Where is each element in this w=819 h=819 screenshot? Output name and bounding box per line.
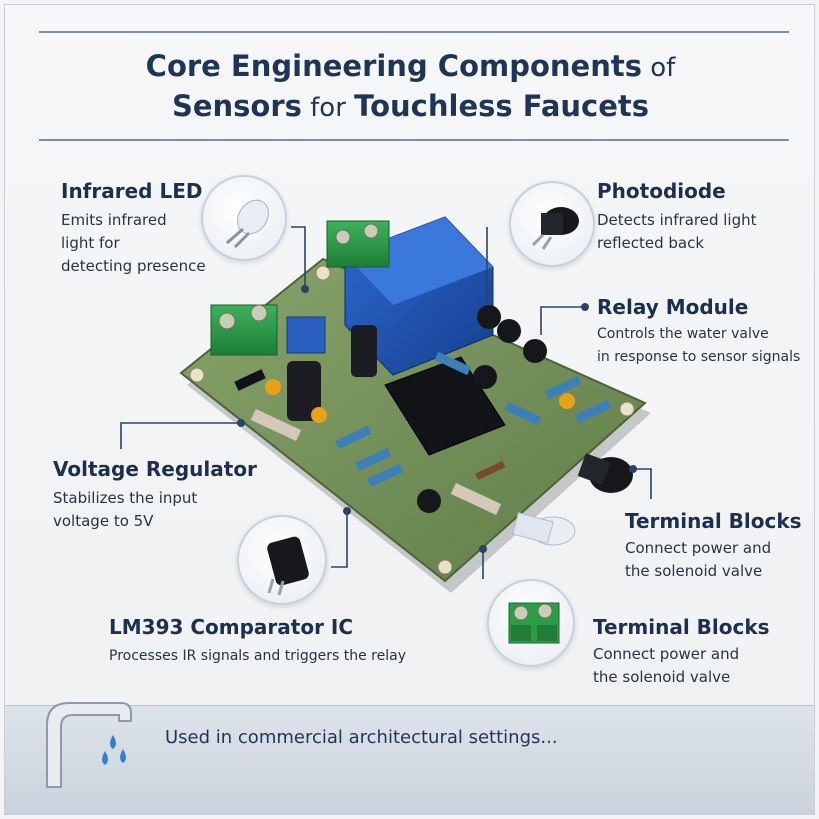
desc-line: Processes IR signals and triggers the re…	[109, 648, 406, 664]
footer-band	[5, 705, 814, 814]
board-ir-led	[512, 512, 576, 546]
leader-dot	[343, 507, 351, 515]
infrared-led-icon	[201, 175, 287, 261]
desc-line: Stabilizes the input	[53, 489, 198, 507]
terminal-block-top	[326, 220, 390, 268]
desc-line: voltage to 5V	[53, 512, 154, 530]
transistor	[523, 339, 547, 363]
desc-line: reflected back	[597, 234, 705, 252]
terminal-block-left	[210, 304, 278, 356]
ceramic-capacitor	[311, 407, 327, 423]
infrared-led-desc: Emits infrared light for detecting prese…	[61, 209, 231, 278]
leader-infrared-led	[291, 226, 306, 287]
board-photodiode	[577, 453, 633, 493]
resistor	[574, 399, 612, 424]
desc-line: detecting presence	[61, 257, 206, 275]
top-divider	[39, 31, 789, 33]
infographic-frame: Core Engineering Components of Sensors f…	[4, 4, 815, 815]
leader-voltage-regulator	[120, 422, 241, 449]
mounting-hole	[437, 559, 453, 575]
ceramic-capacitor	[559, 393, 575, 409]
resistor	[450, 482, 502, 516]
capacitor	[287, 361, 321, 421]
terminal-blocks-title-right: Terminal Blocks	[625, 509, 802, 533]
transistor	[477, 305, 501, 329]
photodiode-icon	[509, 181, 595, 267]
relay-module-desc: Controls the water valve in response to …	[597, 323, 812, 369]
transistor	[497, 319, 521, 343]
title-bold-2a: Sensors	[171, 89, 302, 123]
title-bold-1: Core Engineering Components	[145, 49, 642, 83]
desc-line: the solenoid valve	[625, 562, 763, 580]
desc-line: Controls the water valve	[597, 326, 769, 342]
mounting-hole	[189, 367, 205, 383]
leader-relay	[540, 306, 581, 335]
mounting-hole	[619, 401, 635, 417]
relay-module-title: Relay Module	[597, 295, 749, 319]
resistor	[334, 425, 372, 450]
resistor	[366, 463, 404, 488]
resistor	[544, 375, 582, 400]
leader-dot	[301, 285, 309, 293]
terminal-blocks-desc-bottom: Connect power and the solenoid valve	[593, 643, 793, 689]
terminal-blocks-desc-right: Connect power and the solenoid valve	[625, 537, 810, 583]
transistor	[473, 365, 497, 389]
title-line-2: Sensors for Touchless Faucets	[5, 89, 814, 123]
capacitor	[351, 325, 377, 377]
leader-lines	[120, 226, 652, 579]
bottom-divider	[39, 139, 789, 141]
desc-line: Connect power and	[593, 645, 740, 663]
voltage-regulator-desc: Stabilizes the input voltage to 5V	[53, 487, 253, 533]
terminal-blocks-title-bottom: Terminal Blocks	[593, 615, 770, 639]
photodiode-desc: Detects infrared light reflected back	[597, 209, 807, 255]
faucet-icon	[46, 702, 132, 788]
footer-text: Used in commercial architectural setting…	[165, 727, 558, 748]
photodiode-title: Photodiode	[597, 179, 726, 203]
diode	[234, 369, 266, 391]
resistor	[354, 447, 392, 472]
comparator-title: LM393 Comparator IC	[109, 615, 354, 639]
infrared-led-title: Infrared LED	[61, 179, 203, 203]
title-bold-2b: Touchless Faucets	[354, 89, 650, 123]
potentiometer	[286, 316, 326, 354]
title-mid-2: for	[301, 93, 355, 123]
terminal-block-icon	[487, 579, 575, 667]
desc-line: Detects infrared light	[597, 211, 757, 229]
pcb-illustration	[179, 216, 651, 593]
title-rest-1: of	[642, 53, 676, 83]
title-line-1: Core Engineering Components of	[5, 49, 814, 83]
leader-dot	[479, 545, 487, 553]
resistor	[250, 408, 302, 442]
diode	[475, 460, 506, 480]
leader-dot	[237, 419, 245, 427]
resistor	[434, 351, 472, 376]
desc-line: the solenoid valve	[593, 668, 731, 686]
leader-dot	[581, 303, 589, 311]
desc-line: Connect power and	[625, 539, 772, 557]
resistor	[504, 401, 542, 426]
leader-comparator	[331, 511, 348, 568]
ceramic-capacitor	[265, 379, 281, 395]
transistor	[417, 489, 441, 513]
relay-top	[345, 217, 493, 305]
voltage-regulator-title: Voltage Regulator	[53, 457, 257, 481]
leader-terminal-blocks-right	[633, 468, 652, 499]
desc-line: light for	[61, 234, 120, 252]
voltage-regulator-icon	[237, 515, 327, 605]
desc-line: Emits infrared	[61, 211, 167, 229]
comparator-desc: Processes IR signals and triggers the re…	[109, 645, 469, 668]
leader-dot	[629, 465, 637, 473]
mounting-hole	[315, 265, 331, 281]
desc-line: in response to sensor signals	[597, 349, 801, 365]
